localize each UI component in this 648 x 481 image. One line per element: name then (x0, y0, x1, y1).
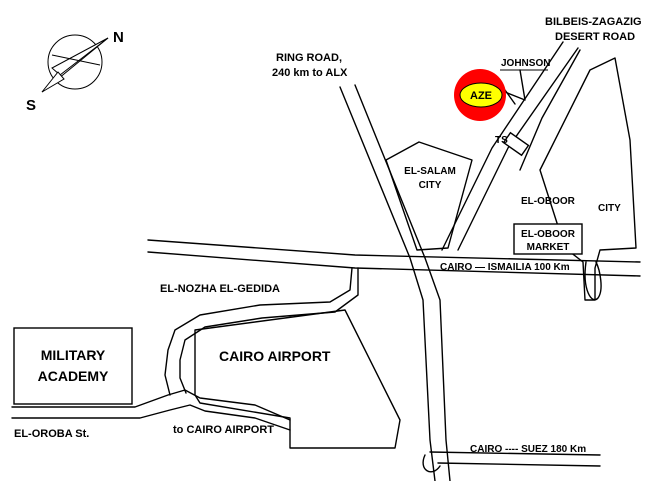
compass-north-label: N (113, 29, 124, 46)
johnson-road (500, 69, 548, 105)
market-label-line2: MARKET (527, 242, 570, 253)
aze-label: AZE (470, 90, 492, 102)
cairo-ismailia-label: CAIRO — ISMAILIA 100 Km (440, 262, 570, 273)
toll-station-marker (502, 131, 530, 157)
cairo-airport-outline (194, 309, 401, 449)
bilbeis-label-line2: DESERT ROAD (555, 31, 635, 43)
to-airport-label: to CAIRO AIRPORT (173, 424, 274, 436)
compass-rose (41, 34, 109, 93)
oboor-loop (584, 261, 602, 301)
city-label: CITY (598, 203, 621, 214)
cairo-suez-road (422, 451, 601, 473)
aze-location-marker (454, 69, 506, 121)
el-oboor-label: EL-OBOOR (521, 196, 576, 207)
el-oroba-street (11, 389, 291, 431)
cairo-suez-label: CAIRO ---- SUEZ 180 Km (470, 444, 586, 455)
el-salam-city-outline (385, 141, 473, 251)
military-academy-box (13, 327, 133, 405)
military-academy-label-line1: MILITARY (41, 347, 106, 363)
market-label-line1: EL-OBOOR (521, 229, 576, 240)
bilbeis-zagazig-road (441, 41, 581, 251)
el-oboor-market-box (513, 223, 583, 255)
bilbeis-label-line1: BILBEIS-ZAGAZIG (545, 16, 642, 28)
ring-road-label-line2: 240 km to ALX (272, 67, 348, 79)
el-salam-label-line2: CITY (419, 180, 442, 191)
ring-road-label-line1: RING ROAD, (276, 52, 342, 64)
ring-road (339, 84, 451, 481)
el-nozha-road (164, 267, 359, 396)
cairo-airport-label: CAIRO AIRPORT (219, 348, 331, 364)
toll-station-label: TS (495, 135, 508, 146)
compass-south-label: S (26, 97, 36, 114)
military-academy-label-line2: ACADEMY (38, 368, 109, 384)
el-oroba-label: EL-OROBA St. (14, 428, 89, 440)
cairo-ismailia-road (147, 239, 641, 277)
el-salam-label-line1: EL-SALAM (404, 166, 456, 177)
el-nozha-label: EL-NOZHA EL-GEDIDA (160, 283, 280, 295)
johnson-label: JOHNSON (501, 58, 550, 69)
